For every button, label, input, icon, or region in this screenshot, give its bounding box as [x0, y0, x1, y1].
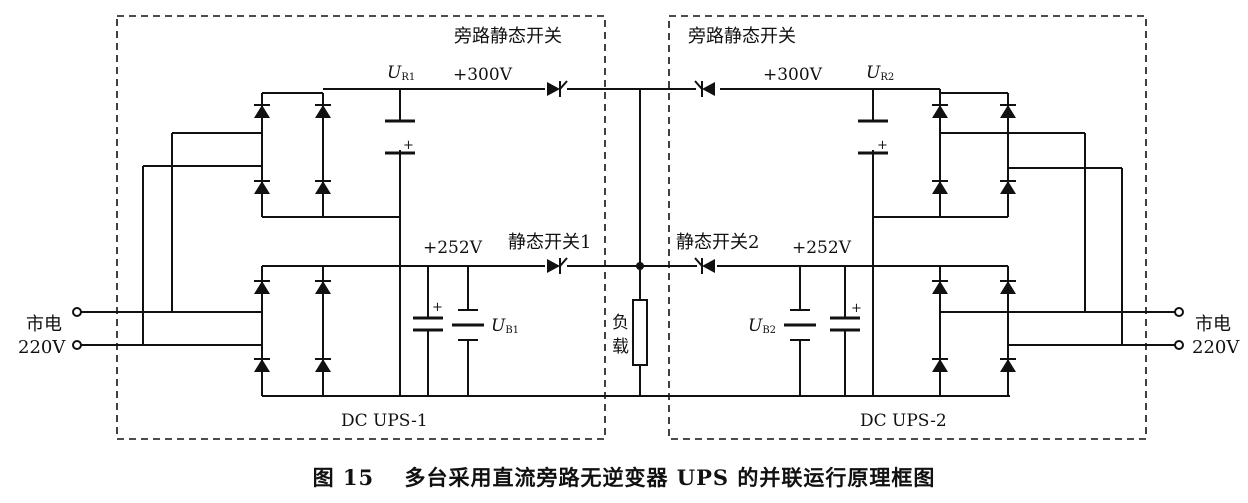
ups2-filter-capacitor-icon: [858, 119, 888, 155]
right-mains-label: 市电: [1195, 314, 1231, 335]
diode-icon: [931, 180, 949, 195]
ups2-battery-label: UB2: [748, 316, 776, 336]
ups1-battery-label: UB1: [491, 316, 519, 336]
right-mains-voltage: 220V: [1192, 337, 1240, 358]
ups2-battery-icon: [784, 309, 816, 341]
figure-caption: 图 15 多台采用直流旁路无逆变器 UPS 的并联运行原理框图: [312, 465, 936, 490]
diode-icon: [999, 280, 1017, 295]
left-mains-label: 市电: [26, 314, 62, 335]
load-label: 载: [612, 337, 629, 357]
ups1-rectifier-diodes: [253, 104, 332, 373]
diode-icon: [253, 104, 271, 119]
ups1-dc-capacitor-icon: [413, 316, 443, 332]
diode-icon: [999, 180, 1017, 195]
ups1-name: DC UPS-1: [341, 411, 428, 431]
ups2-circuit: [640, 88, 1175, 396]
ups2-252v-label: +252V: [792, 238, 852, 258]
plus-sign: +: [851, 301, 862, 316]
diode-icon: [314, 104, 332, 119]
ups1-bypass-switch-icon: [546, 80, 568, 98]
diode-icon: [314, 358, 332, 373]
ups1-filter-capacitor-icon: [385, 119, 415, 155]
ups2-300v-label: +300V: [763, 65, 823, 85]
mains-terminal-icon: [72, 340, 82, 350]
diode-icon: [931, 358, 949, 373]
left-mains-voltage: 220V: [18, 337, 66, 358]
diode-icon: [314, 280, 332, 295]
plus-sign: +: [432, 300, 443, 315]
diode-icon: [931, 280, 949, 295]
diode-icon: [999, 358, 1017, 373]
ups2-bypass-switch-icon: [694, 80, 716, 98]
diode-icon: [253, 280, 271, 295]
diode-icon: [253, 358, 271, 373]
diode-icon: [253, 180, 271, 195]
ups1-252v-label: +252V: [423, 238, 483, 258]
ups1-ur-label: UR1: [387, 63, 415, 83]
ups1-static-switch-label: 静态开关1: [508, 232, 591, 253]
ups2-rectifier-diodes: [931, 104, 1017, 373]
load-resistor-icon: [632, 299, 648, 366]
mains-terminal-icon: [1174, 307, 1184, 317]
ups2-enclosure: [668, 15, 1147, 440]
load-label: 负: [612, 313, 629, 333]
plus-sign: +: [403, 138, 414, 153]
mains-terminal-icon: [1174, 340, 1184, 350]
diode-icon: [999, 104, 1017, 119]
ups2-ur-label: UR2: [866, 63, 894, 83]
ups2-dc-capacitor-icon: [830, 316, 860, 332]
ups1-battery-icon: [452, 309, 484, 341]
load-bus: [636, 89, 644, 396]
ups1-enclosure: [116, 15, 606, 440]
ups2-bypass-label: 旁路静态开关: [688, 26, 796, 47]
ups1-static-switch-icon: [546, 257, 568, 275]
plus-sign: +: [877, 138, 888, 153]
ups2-static-switch-icon: [694, 257, 716, 275]
diode-icon: [314, 180, 332, 195]
ups1-300v-label: +300V: [453, 65, 513, 85]
ups1-bypass-label: 旁路静态开关: [454, 26, 562, 47]
diode-icon: [931, 104, 949, 119]
ups2-static-switch-label: 静态开关2: [676, 232, 759, 253]
mains-terminal-icon: [72, 307, 82, 317]
ups2-name: DC UPS-2: [860, 411, 947, 431]
